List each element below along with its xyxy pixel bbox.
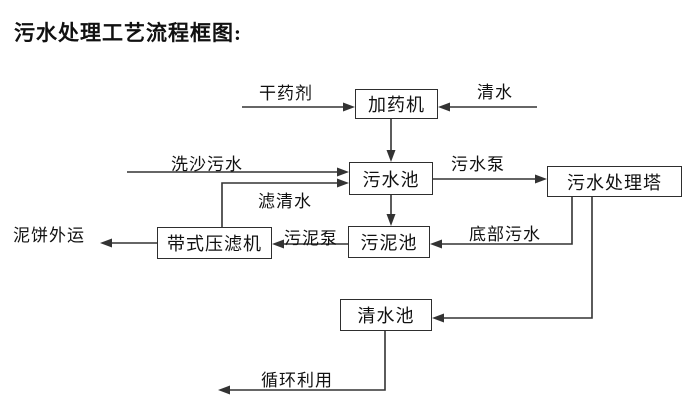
node-treatment-tower: 污水处理塔	[547, 166, 682, 197]
diagram-title: 污水处理工艺流程框图:	[14, 21, 242, 45]
node-label: 污泥池	[360, 233, 418, 253]
node-label: 污水处理塔	[567, 172, 662, 193]
edge-sewage-pump-to-tower	[433, 174, 547, 184]
edge-tower-to-clean-pool	[432, 197, 593, 323]
edge-sludge-pump-to-press	[272, 239, 348, 249]
edge-dry-agent-to-dosing	[242, 102, 355, 112]
flow-label-clean-water: 清水	[477, 83, 513, 102]
edge-dosing-to-sewage-pool	[386, 119, 396, 162]
flow-label-filtered-water: 滤清水	[258, 192, 312, 211]
edge-clean-water-to-dosing	[438, 102, 537, 112]
edge-filtered-water-to-sewage-pool	[221, 178, 349, 227]
node-clean-water-pool: 清水池	[340, 299, 432, 331]
node-label: 清水池	[357, 306, 415, 326]
node-sludge-pool: 污泥池	[348, 226, 430, 258]
edge-sand-washing-to-sewage-pool	[127, 167, 349, 177]
node-label: 带式压滤机	[167, 234, 262, 254]
node-label: 加药机	[368, 95, 425, 115]
flow-label-recycle-use: 循环利用	[261, 371, 333, 390]
node-dosing-machine: 加药机	[355, 89, 438, 119]
flow-label-bottom-sewage: 底部污水	[469, 225, 541, 244]
edge-recycle-use	[218, 331, 386, 395]
node-belt-filter-press: 带式压滤机	[157, 227, 272, 259]
edge-mud-cake-out	[100, 238, 157, 248]
flow-label-sewage-pump: 污水泵	[451, 155, 505, 174]
edge-bottom-sewage-to-sludge-pool	[430, 197, 573, 249]
flow-label-sludge-pump: 污泥泵	[284, 229, 338, 248]
flow-label-sand-washing-sewage: 洗沙污水	[171, 155, 243, 174]
node-sewage-pool: 污水池	[349, 162, 433, 195]
edge-sewage-pool-to-sludge-pool	[386, 195, 396, 226]
flow-label-mud-cake-out: 泥饼外运	[13, 226, 85, 245]
flow-label-dry-agent: 干药剂	[259, 84, 313, 103]
node-label: 污水池	[362, 169, 420, 190]
